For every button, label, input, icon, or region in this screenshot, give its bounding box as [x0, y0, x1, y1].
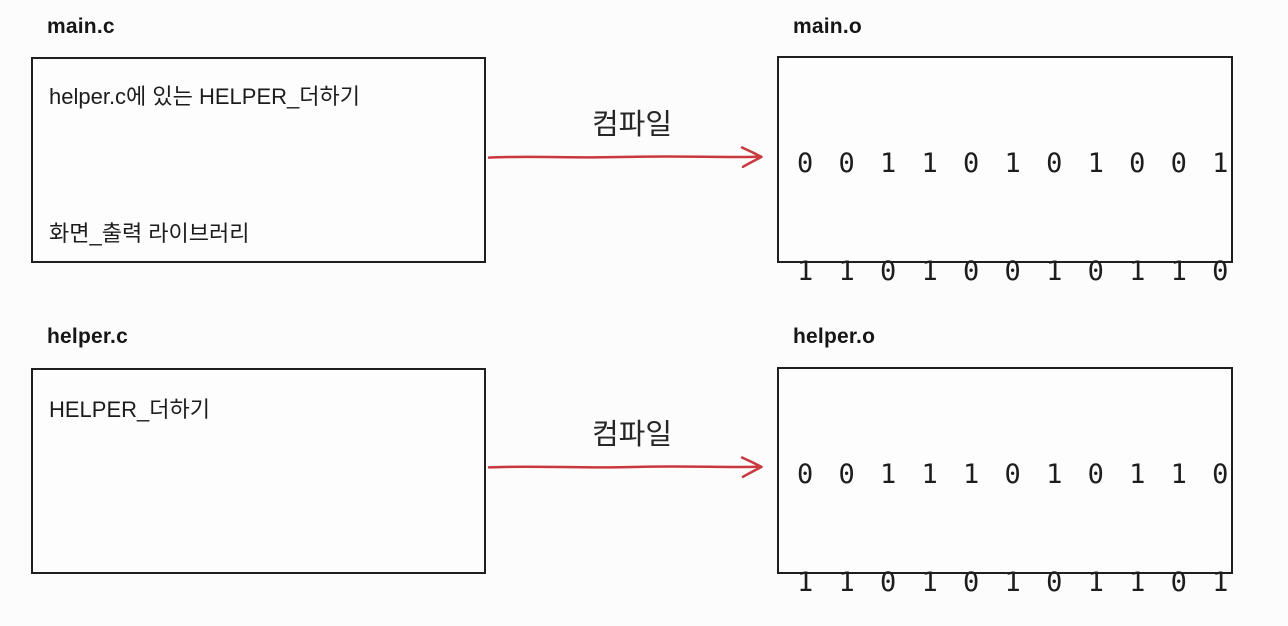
helper-c-box: HELPER_더하기	[31, 368, 486, 574]
helper-o-title: helper.o	[793, 325, 876, 348]
binary-row: 1 1 0 1 0 1 0 1 1 0 1	[797, 567, 1233, 598]
compile-arrow-bottom	[488, 453, 776, 481]
main-c-title: main.c	[47, 15, 115, 38]
helper-c-title: helper.c	[47, 325, 128, 348]
main-c-content-top: helper.c에 있는 HELPER_더하기	[49, 84, 360, 109]
main-c-box: helper.c에 있는 HELPER_더하기 화면_출력 라이브러리	[31, 57, 486, 263]
compile-label-top: 컴파일	[591, 107, 673, 141]
main-c-content-bottom: 화면_출력 라이브러리	[49, 221, 250, 246]
arrow-right-icon	[488, 456, 763, 479]
compile-arrow-top	[488, 143, 776, 171]
helper-o-box: 0 0 1 1 1 0 1 0 1 1 0 1 1 0 1 0 1 0 1 1 …	[777, 367, 1233, 598]
binary-row: 0 0 1 1 0 1 0 1 0 0 1	[797, 148, 1233, 179]
main-o-title: main.o	[793, 15, 862, 38]
main-o-box: 0 0 1 1 0 1 0 1 0 0 1 1 1 0 1 0 0 1 0 1 …	[777, 56, 1233, 503]
binary-row: 1 1 0 1 0 0 1 0 1 1 0	[797, 256, 1233, 287]
binary-row: 0 0 1 1 1 0 1 0 1 1 0	[797, 459, 1233, 490]
helper-c-content-top: HELPER_더하기	[49, 397, 210, 422]
arrow-right-icon	[488, 146, 763, 169]
helper-o-binary: 0 0 1 1 1 0 1 0 1 1 0 1 1 0 1 0 1 0 1 1 …	[797, 385, 1233, 626]
compile-label-bottom: 컴파일	[591, 417, 673, 451]
